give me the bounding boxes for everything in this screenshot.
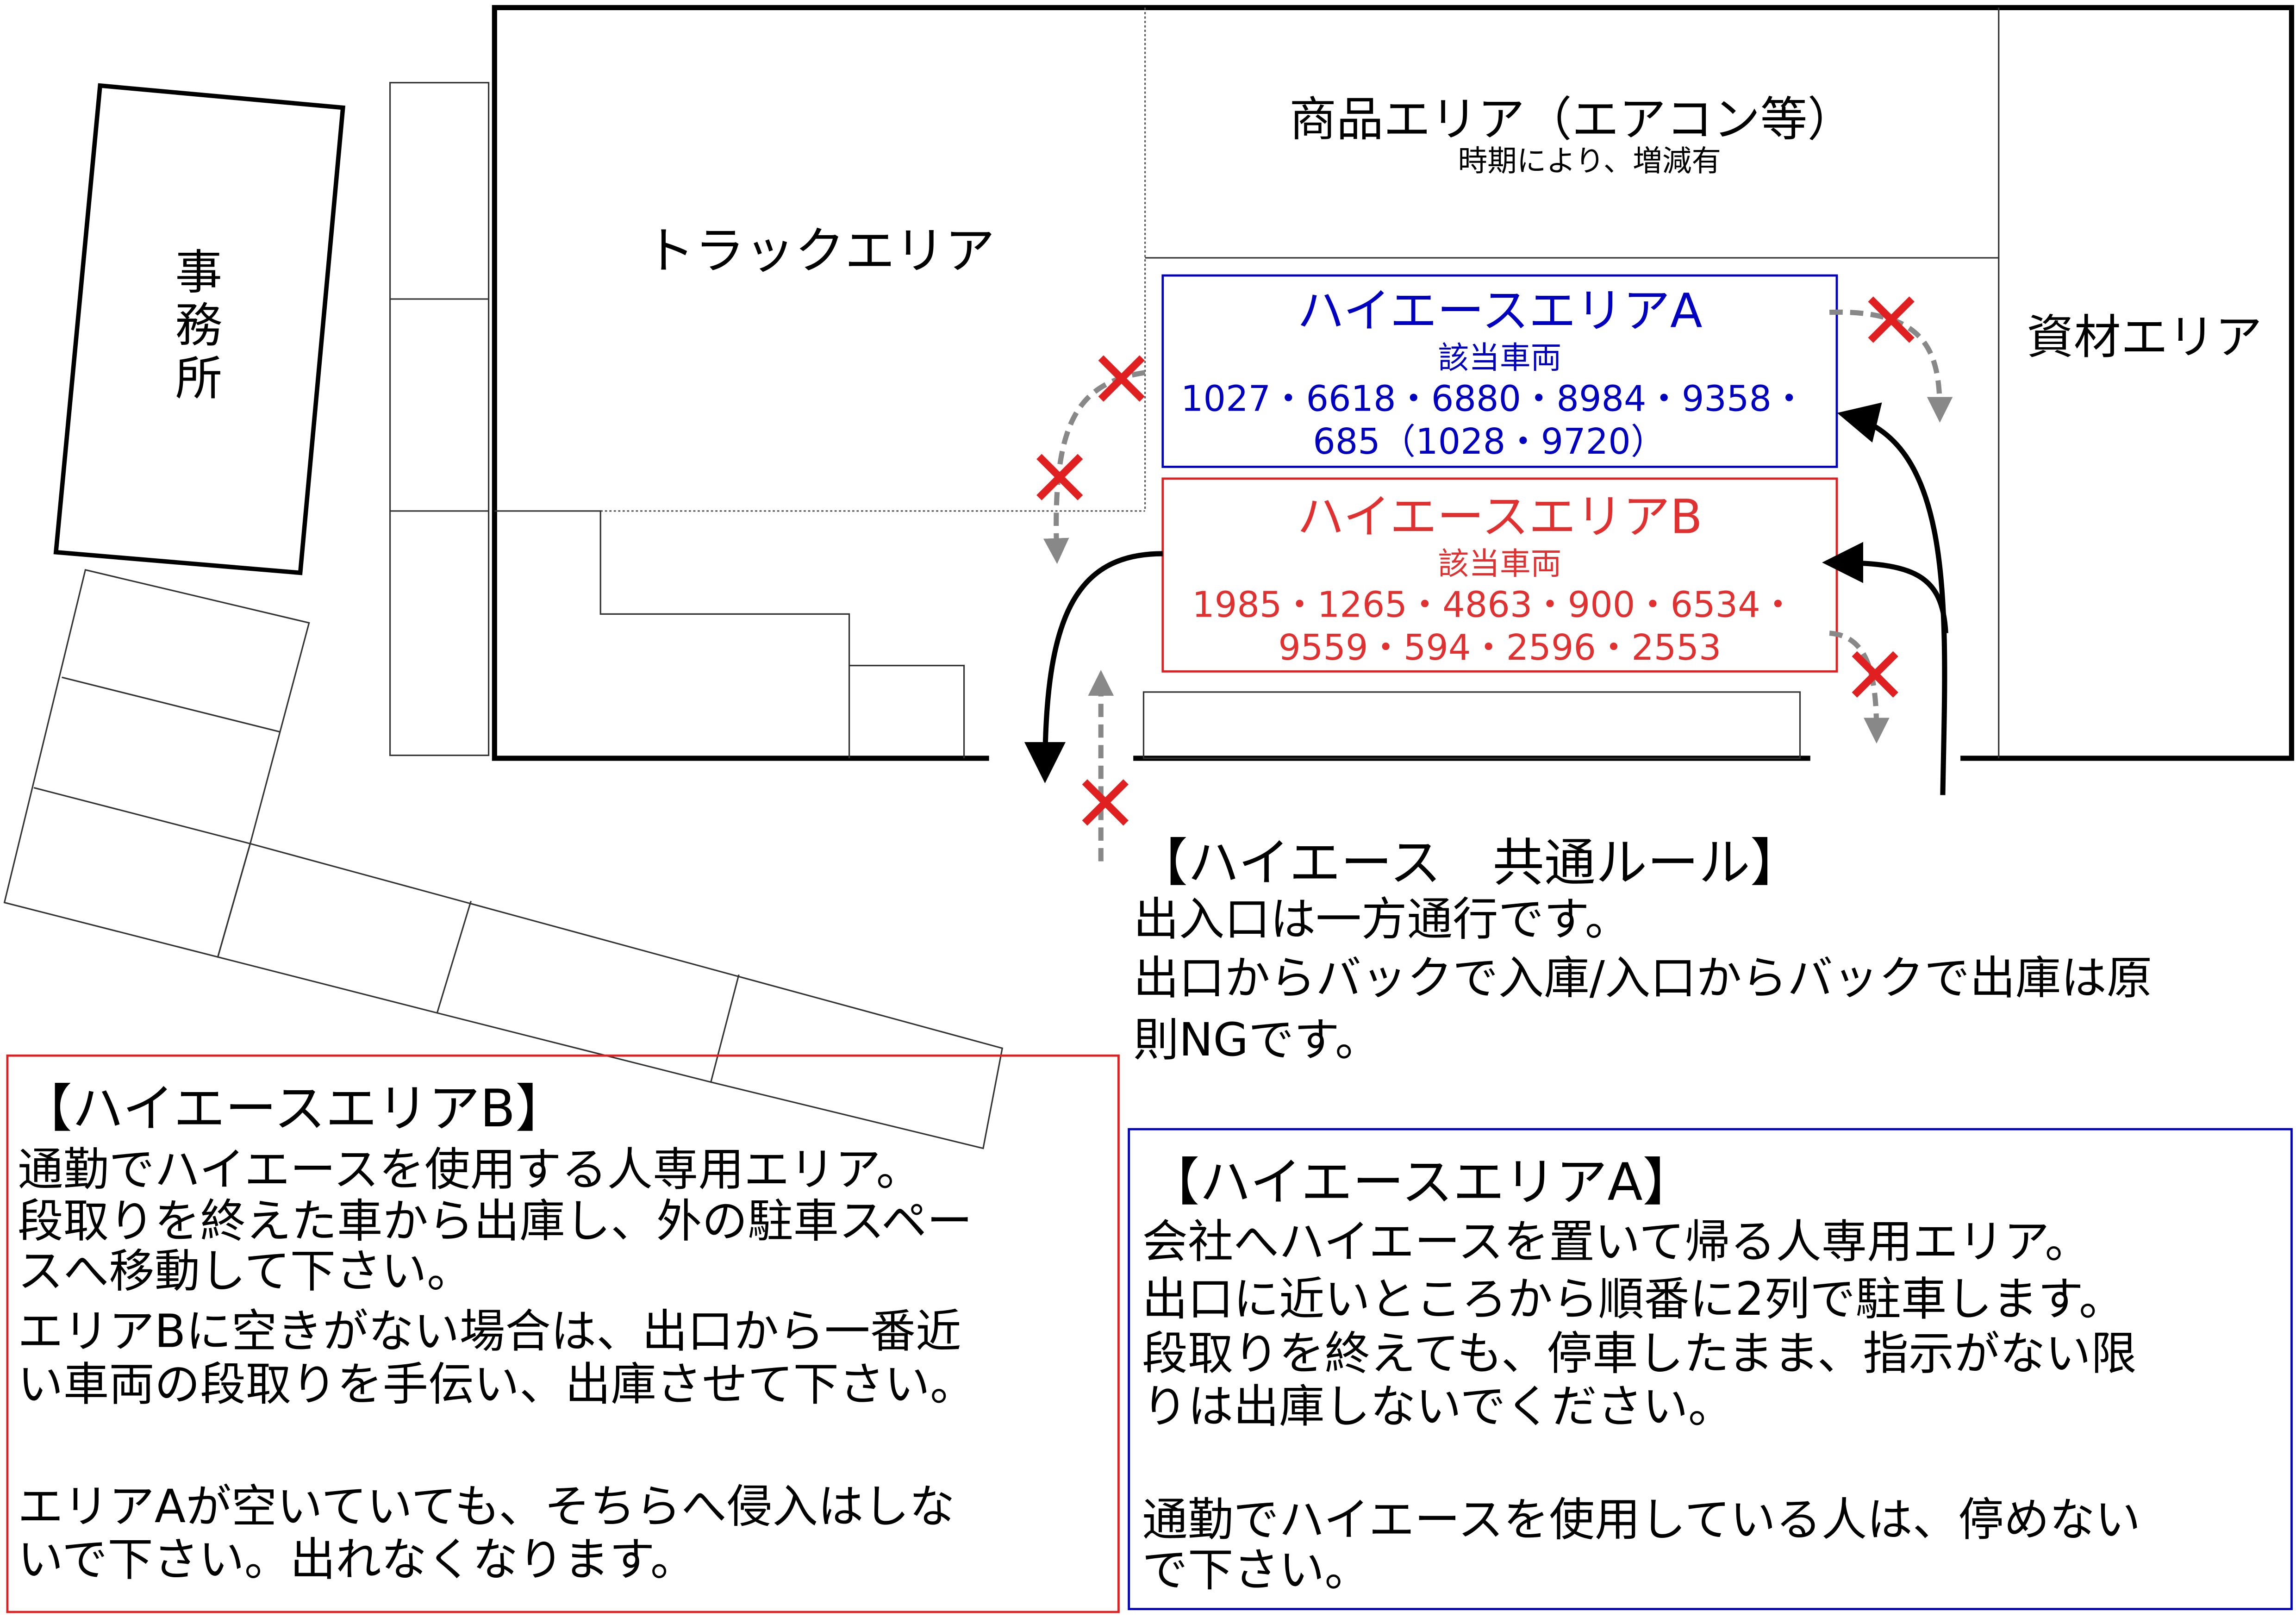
common-rule-line: 出口からバックで入庫/入口からバックで出庫は原 xyxy=(1133,952,2152,1005)
note-b-line: 段取りを終えた車から出庫し、外の駐車スペー xyxy=(18,1195,973,1248)
x-icon xyxy=(1852,651,1898,698)
goods-area-label: 商品エリア（エアコン等） xyxy=(1289,92,1854,147)
truck-area-label: トラックエリア xyxy=(645,222,995,280)
common-rule-line: 則NGです。 xyxy=(1133,1014,1380,1067)
hiace-b-subtitle: 該当車両 xyxy=(1438,546,1561,582)
hiace-b-vehicles-1: 1985・1265・4863・900・6534・ xyxy=(1192,584,1796,625)
common-rule-line: 出入口は一方通行です。 xyxy=(1133,893,1630,946)
parking-strip xyxy=(389,81,490,756)
x-icon xyxy=(1036,454,1083,500)
warehouse xyxy=(492,5,2295,761)
note-a-line: 会社へハイエースを置いて帰る人専用エリア。 xyxy=(1142,1216,2090,1268)
common-rule-title: 【ハイエース 共通ルール】 xyxy=(1136,833,1802,893)
note-a-line: で下さい。 xyxy=(1142,1544,1370,1597)
hiace-a-vehicles-2: 685（1028・9720） xyxy=(1313,421,1666,462)
x-icon xyxy=(1868,296,1915,343)
materials-area-label: 資材エリア xyxy=(2027,310,2262,365)
note-a-title: 【ハイエースエリアA】 xyxy=(1148,1153,1694,1212)
x-icon xyxy=(1082,779,1129,826)
office-label: 所 xyxy=(175,351,222,406)
hiace-a-subtitle: 該当車両 xyxy=(1438,339,1561,375)
hiace-b-vehicles-2: 9559・594・2596・2553 xyxy=(1278,627,1721,668)
note-a-line: りは出庫しないでください。 xyxy=(1142,1380,1734,1433)
hiace-area-a: ハイエースエリアA 該当車両 1027・6618・6880・8984・9358・… xyxy=(1161,274,1838,468)
note-b-title: 【ハイエースエリアB】 xyxy=(21,1079,567,1139)
note-a-line: 出口に近いところから順番に2列で駐車します。 xyxy=(1142,1273,2124,1326)
office-label: 事 xyxy=(175,245,222,300)
entry-route-arrows xyxy=(1822,402,1948,795)
note-a-line: 段取りを終えても、停車したまま、指示がない限 xyxy=(1142,1327,2136,1380)
office-building: 事 務 所 xyxy=(53,83,346,575)
office-label: 務 xyxy=(175,298,222,353)
x-icon xyxy=(1098,355,1145,402)
note-b-line: いで下さい。出れなくなります。 xyxy=(18,1534,696,1587)
note-b-line: スへ移動して下さい。 xyxy=(18,1245,473,1298)
prohibited-x-icons xyxy=(1036,296,1915,826)
note-b-line: い車両の段取りを手伝い、出庫させて下さい。 xyxy=(18,1358,976,1411)
exit-route-arrow xyxy=(1024,551,1163,783)
note-area-b: 【ハイエースエリアB】 通勤でハイエースを使用する人専用エリア。 段取りを終えた… xyxy=(6,1054,1120,1613)
hiace-a-vehicles-1: 1027・6618・6880・8984・9358・ xyxy=(1181,378,1807,419)
hiace-a-title: ハイエースエリアA xyxy=(1297,283,1702,338)
hiace-area-b: ハイエースエリアB 該当車両 1985・1265・4863・900・6534・ … xyxy=(1161,477,1838,673)
outdoor-parking-lot xyxy=(3,569,1004,1149)
note-b-line: 通勤でハイエースを使用する人専用エリア。 xyxy=(18,1143,922,1196)
note-b-line: エリアBに空きがない場合は、出口から一番近 xyxy=(18,1305,961,1358)
goods-area-note: 時期により、増減有 xyxy=(1458,144,1721,178)
hiace-b-title: ハイエースエリアB xyxy=(1297,489,1703,544)
common-rule-section: 【ハイエース 共通ルール】 出入口は一方通行です。 出口からバックで入庫/入口か… xyxy=(1133,833,2152,1067)
note-area-a: 【ハイエースエリアA】 会社へハイエースを置いて帰る人専用エリア。 出口に近いと… xyxy=(1128,1128,2293,1611)
note-b-line: エリアAが空いていても、そちらへ侵入はしな xyxy=(18,1480,955,1533)
note-a-line: 通勤でハイエースを使用している人は、停めない xyxy=(1142,1494,2140,1547)
